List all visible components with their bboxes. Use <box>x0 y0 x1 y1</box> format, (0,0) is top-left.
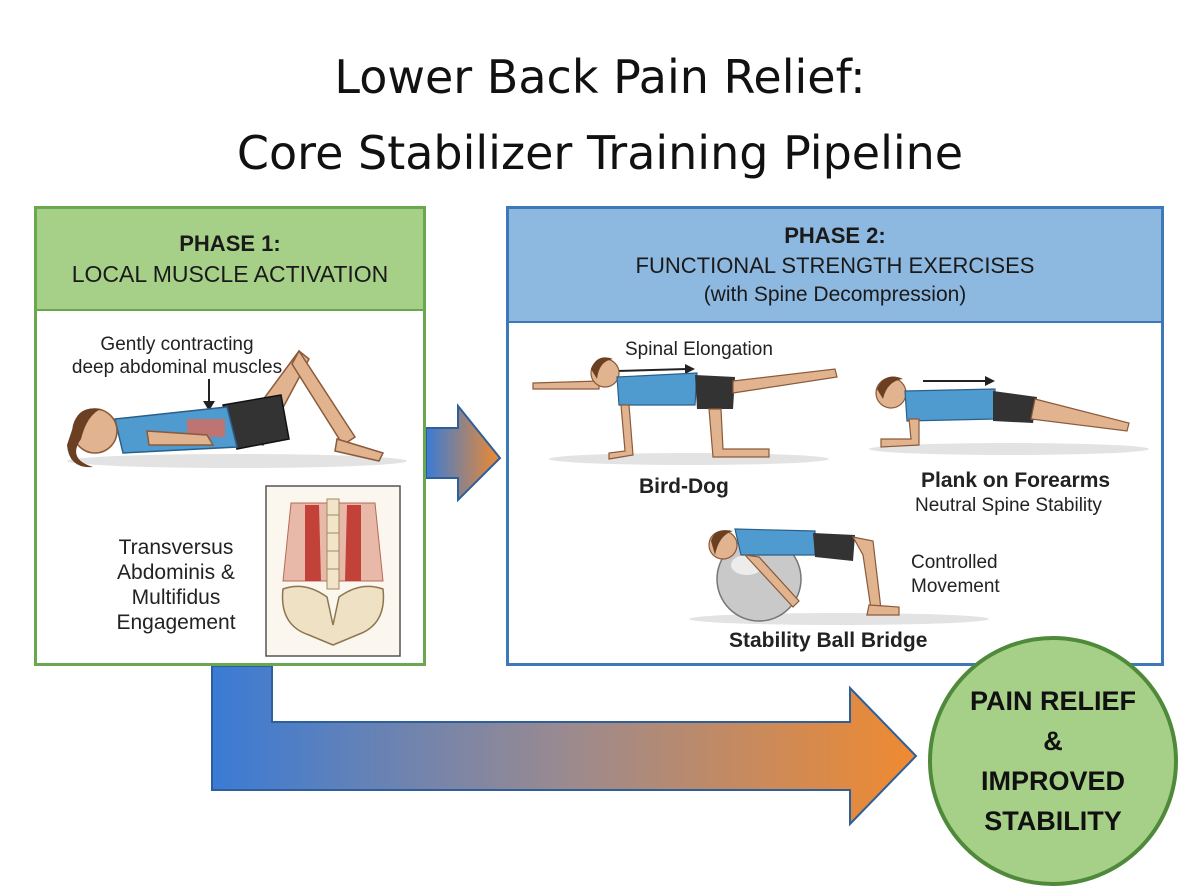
phase1-header: PHASE 1: LOCAL MUSCLE ACTIVATION <box>37 209 423 311</box>
muscle-engagement-label: Transversus Abdominis & Multifidus Engag… <box>91 535 261 635</box>
plank-sublabel: Neutral Spine Stability <box>915 495 1102 516</box>
engagement-line3: Multifidus <box>131 586 221 609</box>
phase2-panel: PHASE 2: FUNCTIONAL STRENGTH EXERCISES (… <box>506 206 1164 666</box>
anatomy-illustration <box>265 485 401 657</box>
outcome-circle: PAIN RELIEF & IMPROVED STABILITY <box>928 636 1178 886</box>
page-title-line2: Core Stabilizer Training Pipeline <box>236 126 964 180</box>
plank-figure <box>869 376 1149 455</box>
phase2-header: PHASE 2: FUNCTIONAL STRENGTH EXERCISES (… <box>509 209 1161 323</box>
phase2-subheading2: (with Spine Decompression) <box>703 283 967 306</box>
plank-label: Plank on Forearms <box>921 469 1111 492</box>
outcome-line4: STABILITY <box>984 806 1122 836</box>
phase1-caption-line2: deep abdominal muscles <box>71 357 283 378</box>
outcome-line1: PAIN RELIEF <box>969 686 1136 716</box>
phase2-subheading: FUNCTIONAL STRENGTH EXERCISES <box>635 253 1035 278</box>
phase-transition-arrow <box>425 403 502 503</box>
phase1-caption: Gently contracting deep abdominal muscle… <box>67 333 287 379</box>
stability-ball-bridge-figure <box>689 528 989 625</box>
phase1-panel: PHASE 1: LOCAL MUSCLE ACTIVATION Gently … <box>34 206 426 666</box>
ball-bridge-label: Stability Ball Bridge <box>729 629 928 652</box>
phase1-subheading: LOCAL MUSCLE ACTIVATION <box>71 261 389 287</box>
bird-dog-figure <box>532 357 838 465</box>
outcome-line2: & <box>1043 726 1063 756</box>
controlled-line1: Controlled <box>911 552 998 573</box>
engagement-line2: Abdominis & <box>117 561 235 584</box>
exercise-illustrations <box>532 357 1149 625</box>
bird-dog-label: Bird-Dog <box>639 475 729 498</box>
controlled-line2: Movement <box>911 576 1000 597</box>
page-title-line1: Lower Back Pain Relief: <box>334 50 866 104</box>
phase1-caption-line1: Gently contracting <box>100 334 254 355</box>
spinal-elongation-label: Spinal Elongation <box>625 339 773 360</box>
outcome-arrow <box>211 665 918 827</box>
phase2-heading: PHASE 2: <box>784 223 886 248</box>
phase1-heading: PHASE 1: <box>179 231 281 256</box>
engagement-line4: Engagement <box>116 611 236 634</box>
controlled-movement-label: Controlled Movement <box>911 551 1000 599</box>
engagement-line1: Transversus <box>118 536 234 559</box>
outcome-line3: IMPROVED <box>980 766 1125 796</box>
lying-figure-illustration <box>67 349 407 468</box>
